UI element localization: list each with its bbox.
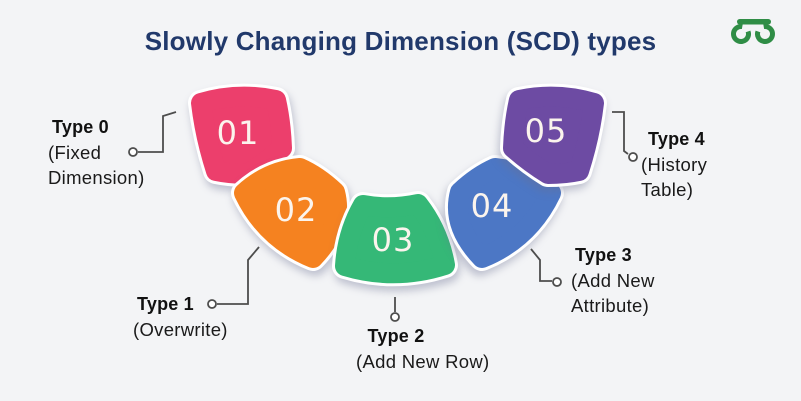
label-type2-line1: (Add New Row) <box>356 351 490 372</box>
connector-type1 <box>217 246 260 305</box>
label-type0-line1: (Fixed <box>48 142 102 163</box>
label-type3: Type 3 (Add New Attribute) <box>571 243 655 318</box>
label-type4-line1: (History <box>641 154 708 175</box>
connector-type1-dot <box>207 299 217 309</box>
label-type2: (Add New Row) <box>356 349 489 374</box>
wedge-04-number: 04 <box>471 187 514 225</box>
connector-type2-dot <box>390 312 400 322</box>
connector-type0 <box>138 111 177 153</box>
gfg-logo-left-g <box>731 24 751 44</box>
label-type4: Type 4 (History Table) <box>641 127 707 202</box>
gfg-logo-right-g <box>755 24 775 44</box>
wedge-02-number: 02 <box>275 191 318 229</box>
label-type0: Type 0 (Fixed Dimension) <box>48 115 145 190</box>
label-type3-title: Type 3 <box>575 245 632 265</box>
connector-type4 <box>612 111 629 155</box>
label-type3-line1: (Add New <box>571 270 655 291</box>
label-type0-title: Type 0 <box>52 117 109 137</box>
connector-type4-dot <box>628 152 638 162</box>
label-type1-line1: (Overwrite) <box>133 319 228 340</box>
label-type4-line2: Table) <box>641 179 694 200</box>
label-type4-title: Type 4 <box>648 129 705 149</box>
label-type1-title: Type 1 <box>137 294 194 314</box>
label-type1: Type 1 (Overwrite) <box>133 292 228 342</box>
label-type3-line2: Attribute) <box>571 295 650 316</box>
gfg-logo-bar <box>737 19 771 25</box>
label-type0-line2: Dimension) <box>48 167 145 188</box>
wedge-05-number: 05 <box>525 112 568 150</box>
connector-type3-dot <box>552 277 562 287</box>
connector-type0-dot <box>128 147 138 157</box>
page-title: Slowly Changing Dimension (SCD) types <box>144 26 657 56</box>
geeksforgeeks-logo-icon <box>731 19 775 44</box>
connector-type3 <box>530 248 552 282</box>
wedge-03-number: 03 <box>372 221 415 259</box>
label-type2-title: Type 2 <box>367 326 425 346</box>
label-type2-title-wrap: Type 2 <box>340 324 452 349</box>
wedge-01-number: 01 <box>217 114 260 152</box>
